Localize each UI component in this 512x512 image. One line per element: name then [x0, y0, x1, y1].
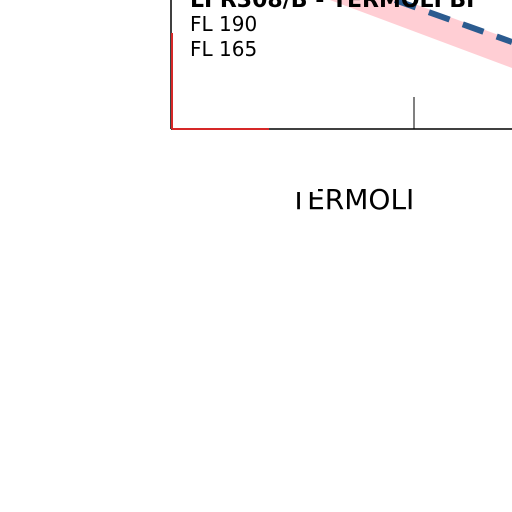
label-occlusion: [284, 180, 318, 192]
lower-limit-label: FL 165: [190, 37, 258, 61]
restricted-area-band: [330, 0, 512, 68]
upper-limit-label: FL 190: [190, 12, 258, 36]
airspace-label: LI R308/B - TERMOLI BI: [190, 0, 475, 13]
route-line: [393, 0, 512, 45]
